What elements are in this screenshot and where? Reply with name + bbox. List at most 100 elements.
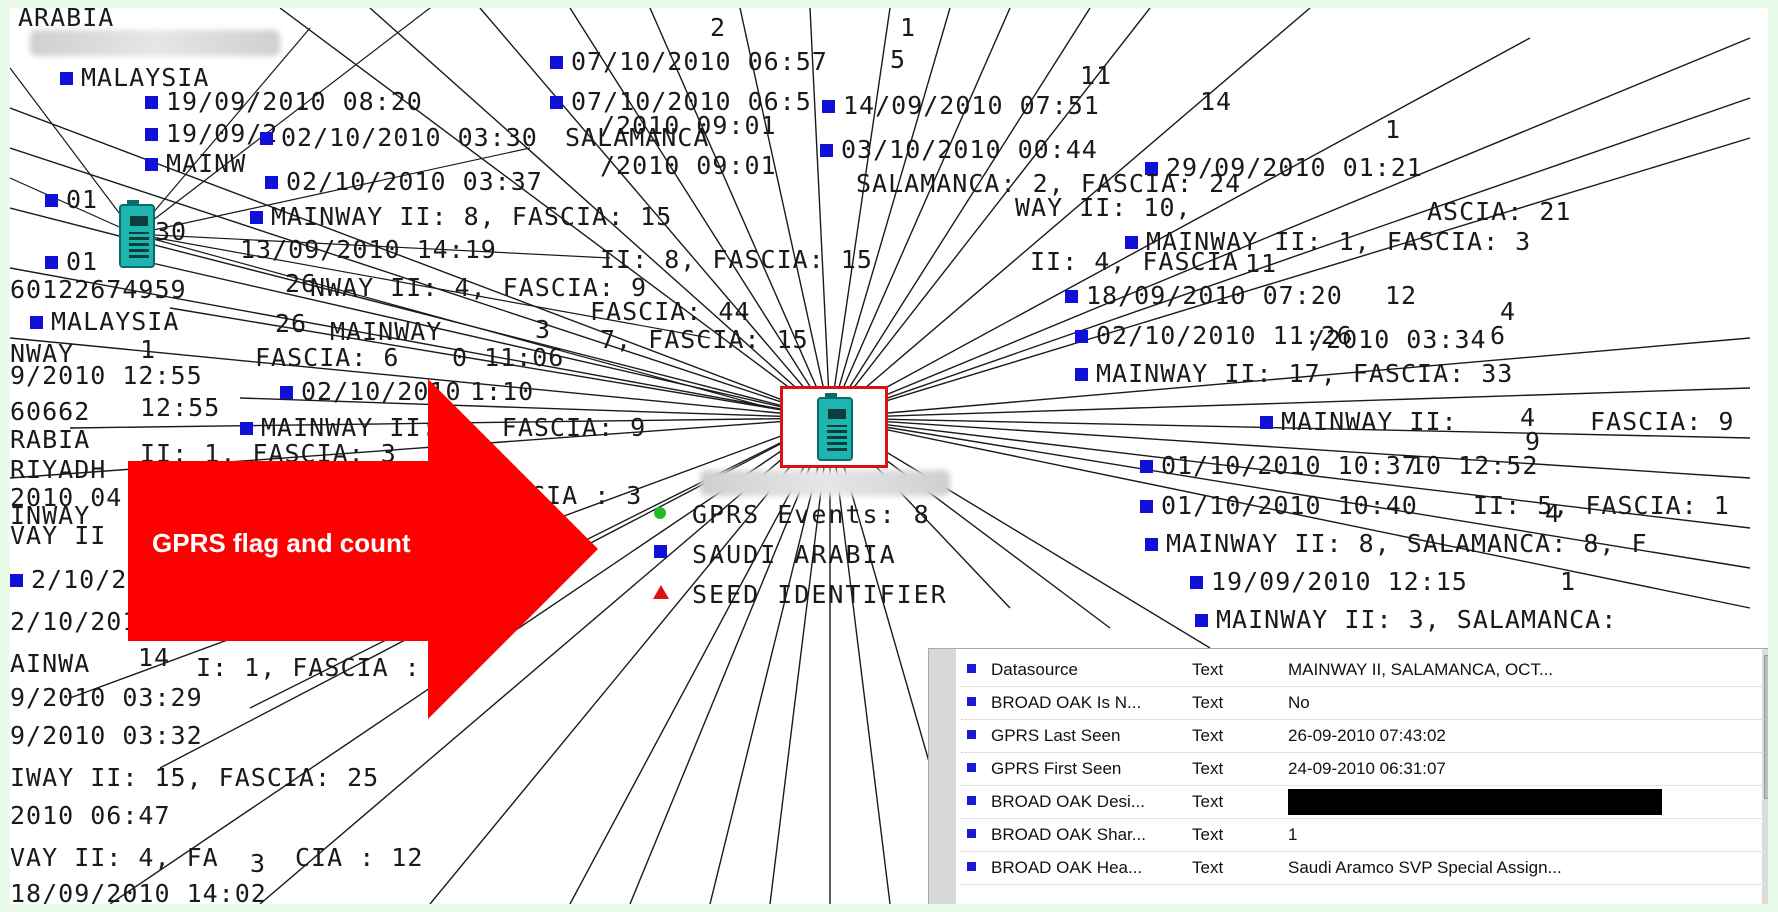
graph-node-label[interactable]: MAINWAY II: 3, SALAMANCA: — [1195, 606, 1617, 634]
graph-node-label[interactable]: 2010 04 — [10, 484, 122, 512]
node-square-icon[interactable] — [280, 386, 293, 399]
graph-node-label[interactable]: 30 — [155, 218, 187, 246]
node-square-icon[interactable] — [550, 96, 563, 109]
phone-node-icon[interactable] — [115, 200, 155, 268]
graph-node-label[interactable]: IWAY II: 15, FASCIA: 25 — [10, 764, 379, 792]
graph-node-label[interactable]: 01 — [45, 248, 98, 276]
graph-node-label[interactable]: 1 — [140, 336, 156, 364]
graph-node-label[interactable]: MAINWAY II: — [1260, 408, 1458, 436]
graph-node-label[interactable]: 60662 — [10, 398, 90, 426]
graph-node-label[interactable]: 9/2010 03:29 — [10, 684, 203, 712]
graph-node-label[interactable]: 14 — [138, 644, 170, 672]
graph-node-label[interactable]: MAINWAY II: 1, FASCIA: 3 — [1125, 228, 1531, 256]
graph-node-label[interactable]: RIYADH — [10, 456, 106, 484]
node-square-icon[interactable] — [1125, 236, 1138, 249]
graph-node-label[interactable]: AINWA — [10, 650, 90, 678]
graph-node-label[interactable]: FASCIA: 44 — [590, 298, 751, 326]
graph-node-label[interactable]: 26 — [285, 270, 317, 298]
node-square-icon[interactable] — [1065, 290, 1078, 303]
node-square-icon[interactable] — [240, 422, 253, 435]
node-square-icon[interactable] — [250, 211, 263, 224]
graph-node-label[interactable]: 12:55 — [140, 394, 220, 422]
graph-node-label[interactable]: SALAMANCA — [565, 124, 709, 152]
graph-node-label[interactable]: ASCIA: 21 — [1427, 198, 1571, 226]
graph-node-label[interactable]: MALAYSIA — [60, 64, 209, 92]
graph-node-label[interactable]: 3 — [535, 316, 551, 344]
node-square-icon[interactable] — [550, 56, 563, 69]
graph-node-label[interactable]: 9/2010 03:32 — [10, 722, 203, 750]
graph-node-label[interactable]: /2010 09:01 — [600, 112, 777, 140]
graph-node-label[interactable]: 3 — [250, 850, 266, 878]
graph-node-label[interactable]: 19/09/2010 08:20 — [145, 88, 423, 116]
graph-node-label[interactable]: 07/10/2010 06:57 — [550, 48, 828, 76]
graph-node-label[interactable]: 01 — [45, 186, 98, 214]
graph-node-label[interactable]: 11 — [1245, 250, 1277, 278]
phone-node-icon[interactable] — [813, 393, 853, 461]
graph-node-label[interactable]: 01/10/2010 10:40 — [1140, 492, 1418, 520]
graph-node-label[interactable]: NWAY II: 4, FASCIA: 9 — [310, 274, 647, 302]
graph-node-label[interactable]: 0 11:06 — [452, 344, 564, 372]
node-square-icon[interactable] — [1195, 614, 1208, 627]
graph-node-label[interactable]: RABIA — [10, 426, 90, 454]
graph-node-label[interactable]: 19/09/2010 12:15 — [1190, 568, 1468, 596]
node-square-icon[interactable] — [45, 194, 58, 207]
graph-node-label[interactable]: 11 — [1080, 62, 1112, 90]
graph-node-label[interactable]: 60122674959 — [10, 276, 187, 304]
graph-node-label[interactable]: MAINWAY II: 8, FASCIA: 15 — [250, 203, 672, 231]
scrollbar-thumb[interactable] — [1764, 655, 1768, 799]
graph-node-label[interactable]: MALAYSIA — [30, 308, 179, 336]
graph-node-label[interactable]: 14 — [1200, 88, 1232, 116]
graph-node-label[interactable]: 5 — [890, 46, 906, 74]
graph-node-label[interactable]: INWAY — [10, 502, 90, 530]
graph-node-label[interactable]: 1 — [1385, 116, 1401, 144]
graph-node-label[interactable]: 29/09/2010 01:21 — [1145, 154, 1423, 182]
graph-node-label[interactable]: 13/09/2010 14:19 — [240, 236, 497, 264]
graph-node-label[interactable]: 10 12:52 — [1410, 452, 1538, 480]
node-square-icon[interactable] — [10, 574, 23, 587]
node-square-icon[interactable] — [1075, 368, 1088, 381]
graph-node-label[interactable]: 7, FASCIA: 15 — [600, 326, 809, 354]
graph-node-label[interactable]: 26 — [275, 310, 307, 338]
node-square-icon[interactable] — [260, 132, 273, 145]
node-square-icon[interactable] — [1145, 538, 1158, 551]
node-square-icon[interactable] — [60, 72, 73, 85]
node-square-icon[interactable] — [1260, 416, 1273, 429]
graph-node-label[interactable]: 2/10/2 — [10, 566, 127, 594]
graph-node-label[interactable]: 1:10 — [470, 378, 534, 406]
graph-node-label[interactable]: MAINWAY — [330, 318, 442, 346]
graph-node-label[interactable]: II: 8, FASCIA: 15 — [600, 246, 873, 274]
vertical-scrollbar[interactable] — [1762, 649, 1768, 904]
graph-node-label[interactable]: 2 — [710, 14, 726, 42]
node-square-icon[interactable] — [820, 144, 833, 157]
graph-node-label[interactable]: 18/09/2010 14:02 — [10, 880, 267, 905]
node-square-icon[interactable] — [1075, 330, 1088, 343]
selected-node-highlight[interactable] — [780, 386, 888, 468]
graph-node-label[interactable]: FASCIA: 9 — [1590, 408, 1734, 436]
node-square-icon[interactable] — [1140, 500, 1153, 513]
graph-node-label[interactable]: 19/09/2 — [145, 120, 278, 148]
graph-node-label[interactable]: 4 — [1500, 298, 1516, 326]
node-square-icon[interactable] — [145, 96, 158, 109]
graph-node-label[interactable]: II: 4, FASCIA — [1030, 248, 1239, 276]
graph-node-label[interactable]: CIA : 12 — [295, 844, 423, 872]
graph-node-label[interactable]: 03/10/2010 00:44 — [820, 136, 1098, 164]
node-square-icon[interactable] — [1190, 576, 1203, 589]
graph-node-label[interactable]: VAY II — [10, 522, 106, 550]
graph-node-label[interactable]: ARABIA — [18, 8, 114, 32]
graph-node-label[interactable]: 07/10/2010 06:5 — [550, 88, 812, 116]
node-square-icon[interactable] — [265, 176, 278, 189]
graph-node-label[interactable]: MAINWAY II: 17, FASCIA: 33 — [1075, 360, 1513, 388]
node-square-icon[interactable] — [1140, 460, 1153, 473]
graph-node-label[interactable]: 4 — [1545, 500, 1561, 528]
graph-node-label[interactable]: 02/10/2010 11:26 — [1075, 322, 1353, 350]
graph-node-label[interactable]: II: 5, FASCIA: 1 — [1473, 492, 1730, 520]
graph-node-label[interactable]: FASCIA: 6 — [255, 344, 399, 372]
graph-node-label[interactable]: 1 — [900, 14, 916, 42]
graph-node-label[interactable]: 4 — [1520, 404, 1536, 432]
